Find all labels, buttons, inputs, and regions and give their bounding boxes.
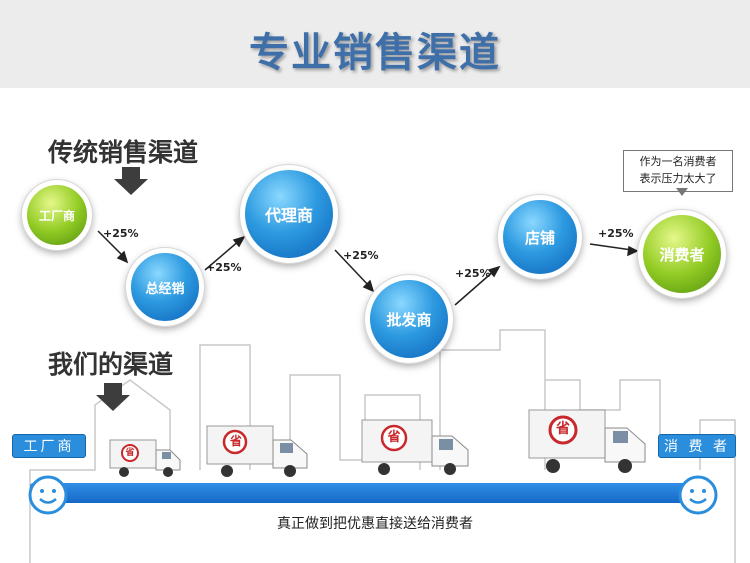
markup-1: +25%: [103, 227, 139, 240]
slogan: 真正做到把优惠直接送给消费者: [277, 516, 473, 532]
start-tag-factory: 工厂商: [12, 434, 86, 458]
down-arrow-icon: [114, 167, 148, 195]
truck-mark: 省: [556, 421, 570, 437]
truck-mark: 省: [125, 448, 135, 458]
markup-2: +25%: [206, 261, 242, 274]
truck-mark: 省: [387, 430, 401, 445]
down-arrow-icon: [96, 383, 130, 411]
truck-mark: 省: [229, 434, 242, 448]
node-agent: 代理商: [239, 164, 339, 264]
truck-icon: [109, 439, 181, 477]
end-tag-consumer: 消 费 者: [658, 434, 736, 458]
truck-icon: [206, 425, 308, 477]
header-band: [0, 0, 750, 88]
direct-channel-bar: [30, 483, 710, 503]
markup-3: +25%: [343, 249, 379, 262]
speech-bubble-tail: [676, 188, 688, 196]
markup-5: +25%: [598, 227, 634, 240]
truck-icon: [361, 419, 469, 475]
node-wholesaler: 批发商: [364, 274, 454, 364]
markup-4: +25%: [455, 267, 491, 280]
page-title: 专业销售渠道: [249, 30, 501, 76]
node-store: 店铺: [497, 194, 583, 280]
consumer-speech-bubble: 作为一名消费者 表示压力太大了: [623, 150, 733, 192]
node-consumer: 消费者: [637, 209, 727, 299]
smiley-icon: [678, 475, 718, 515]
node-general-distributor: 总经销: [125, 247, 205, 327]
our-channel-label: 我们的渠道: [48, 350, 174, 379]
node-factory: 工厂商: [21, 179, 93, 251]
truck-icon: [528, 409, 646, 473]
smiley-icon: [28, 475, 68, 515]
traditional-channel-label: 传统销售渠道: [48, 138, 199, 167]
